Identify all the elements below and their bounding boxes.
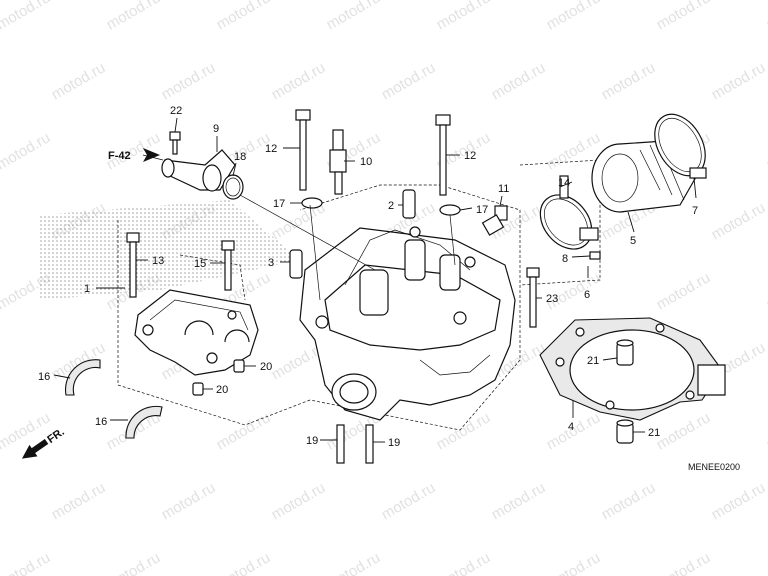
watermark-text: motod.ru [599,59,659,103]
callout-16: 16 [95,416,107,428]
watermark-text: motod.ru [379,479,439,523]
diagram-code: MENEE0200 [688,462,740,472]
valve-guides [289,189,416,279]
watermark-text: motod.ru [214,409,274,453]
watermark-text: motod.ru [104,0,164,33]
watermark-text: motod.ru [654,269,714,313]
callout-12: 12 [265,143,277,155]
cylinder-gasket [539,317,726,444]
reference-label: F-42 [108,150,131,162]
watermark-text: motod.ru [489,479,549,523]
watermark-text: motod.ru [764,269,768,313]
callout-12: 12 [464,150,476,162]
watermark-text: motod.ru [49,59,109,103]
watermark-text: motod.ru [544,549,604,576]
watermark-text: motod.ru [434,549,494,576]
callout-8: 8 [562,253,568,265]
callout-13: 13 [152,255,164,267]
callout-19: 19 [306,435,318,447]
cam-holder [134,289,259,376]
watermark-text: motod.ru [159,59,219,103]
callout-17: 17 [273,198,285,210]
assembly-outlines [117,159,601,431]
watermark-text: motod.ru [104,549,164,576]
clamp-bands [539,113,707,260]
watermark-text: motod.ru [379,59,439,103]
cylinder-head [299,226,516,421]
callout-20: 20 [216,384,228,396]
spark-plug [329,129,347,195]
watermark-text: motod.ru [709,479,768,523]
callout-19: 19 [388,437,400,449]
water-joint [161,131,244,200]
callout-22: 22 [170,105,182,117]
watermark-text: motod.ru [214,0,274,33]
watermark-text: motod.ru [709,59,768,103]
callout-7: 7 [692,205,698,217]
callout-21: 21 [648,427,660,439]
watermark-text: motod.ru [324,549,384,576]
shaded-zone [40,200,300,300]
watermark-text: motod.ru [434,409,494,453]
watermark-text: motod.ru [654,409,714,453]
watermark-text: motod.ru [764,549,768,576]
watermark-text: motod.ru [0,549,53,576]
watermark-text: motod.ru [0,0,53,33]
callout-20: 20 [260,361,272,373]
watermark-text: motod.ru [0,129,53,173]
callout-3: 3 [268,257,274,269]
callout-16: 16 [38,371,50,383]
callout-1: 1 [84,283,90,295]
watermark-text: motod.ru [709,199,768,243]
temperature-sensor [481,205,508,236]
watermark-text: motod.ru [214,549,274,576]
watermark-text: motod.ru [764,129,768,173]
watermark-text: motod.ru [654,549,714,576]
watermark-text: motod.ru [489,59,549,103]
callout-6: 6 [584,289,590,301]
callout-18: 18 [234,151,246,163]
leader-lines [53,117,697,443]
watermark-text: motod.ru [654,0,714,33]
callout-15: 15 [194,258,206,270]
watermark-text: motod.ru [269,479,329,523]
watermark-text: motod.ru [49,479,109,523]
reference-arrow: F-42 [108,148,160,162]
callout-14: 14 [558,177,570,189]
callout-9: 9 [213,123,219,135]
watermark-text: motod.ru [544,269,604,313]
callout-10: 10 [360,156,372,168]
callout-23: 23 [546,293,558,305]
callout-4: 4 [568,421,574,433]
callout-11: 11 [498,183,509,195]
callout-21: 21 [587,355,599,367]
watermark-text: motod.ru [599,479,659,523]
watermark-text: motod.ru [764,0,768,33]
watermark-text: motod.ru [434,0,494,33]
front-direction-label: FR. [45,426,66,446]
callout-2: 2 [388,200,394,212]
watermark-text: motod.ru [269,59,329,103]
watermark-text: motod.ru [159,479,219,523]
watermark-text: motod.ru [544,0,604,33]
watermark-text: motod.ru [324,0,384,33]
callout-5: 5 [630,235,636,247]
callout-17: 17 [476,204,488,216]
watermark-text: motod.ru [764,409,768,453]
cam-caps [64,359,163,439]
watermark-text: motod.ru [0,409,53,453]
